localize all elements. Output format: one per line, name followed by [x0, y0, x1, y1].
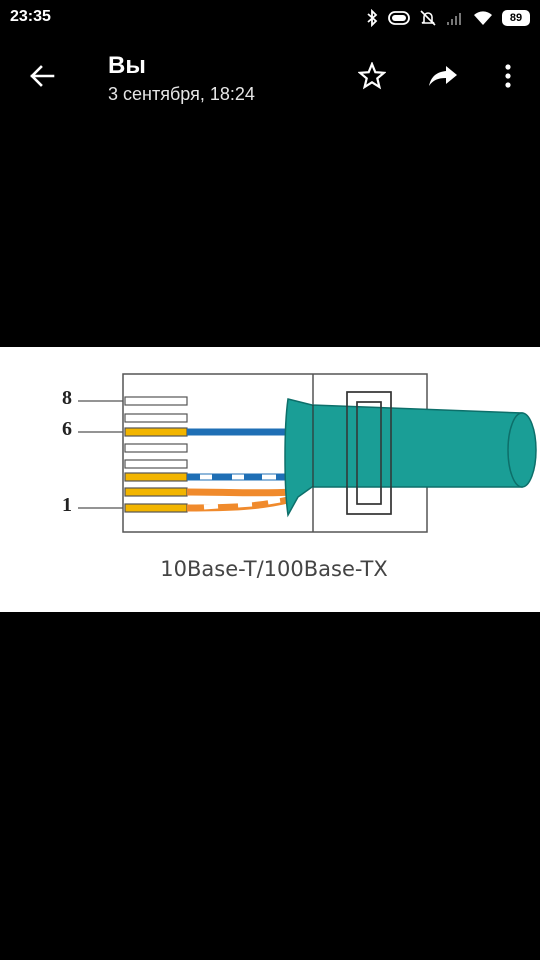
diagram-caption: 10Base-T/100Base-TX	[160, 557, 388, 581]
pin-2	[124, 487, 188, 497]
signal-icon	[446, 10, 464, 26]
wire-orange-white-stripes	[203, 497, 281, 510]
star-icon	[357, 60, 387, 95]
status-icons: 89	[365, 6, 530, 30]
pin-3	[124, 472, 188, 482]
wire-orange	[186, 488, 293, 497]
pin-contacts	[124, 396, 188, 513]
title-block: Вы 3 сентября, 18:24	[108, 52, 255, 106]
more-vert-icon	[504, 63, 512, 94]
share-button[interactable]	[423, 58, 463, 98]
photo-content[interactable]: 8 6 1 10Base-T/100Base-TX	[0, 347, 540, 612]
back-arrow-icon	[29, 64, 55, 93]
pin-label-6: 6	[62, 418, 72, 440]
latch-outer-overlay	[346, 391, 392, 515]
pin-8	[124, 396, 188, 406]
more-options-button[interactable]	[488, 58, 528, 98]
pin-label-8: 8	[62, 387, 72, 409]
latch-inner-overlay	[356, 401, 382, 505]
pin-7	[124, 413, 188, 423]
cable	[284, 398, 537, 518]
rj45-connector-diagram	[78, 373, 537, 533]
wifi-icon	[473, 10, 493, 26]
toggle-icon	[388, 11, 410, 25]
status-bar: 23:35 89	[0, 0, 540, 36]
battery-icon: 89	[502, 10, 530, 26]
share-icon	[428, 64, 458, 93]
pin-4	[124, 459, 188, 469]
back-button[interactable]	[22, 58, 62, 98]
pin-1	[124, 503, 188, 513]
pin-label-1: 1	[62, 494, 72, 516]
status-time: 23:35	[10, 8, 51, 25]
wires	[186, 428, 293, 512]
alarm-off-icon	[419, 9, 437, 27]
app-bar: Вы 3 сентября, 18:24	[0, 36, 540, 120]
star-button[interactable]	[352, 58, 392, 98]
pin-6	[124, 427, 188, 437]
sender-title: Вы	[108, 52, 146, 79]
pin-5	[124, 443, 188, 453]
bluetooth-icon	[365, 9, 379, 27]
timestamp: 3 сентября, 18:24	[108, 84, 255, 104]
